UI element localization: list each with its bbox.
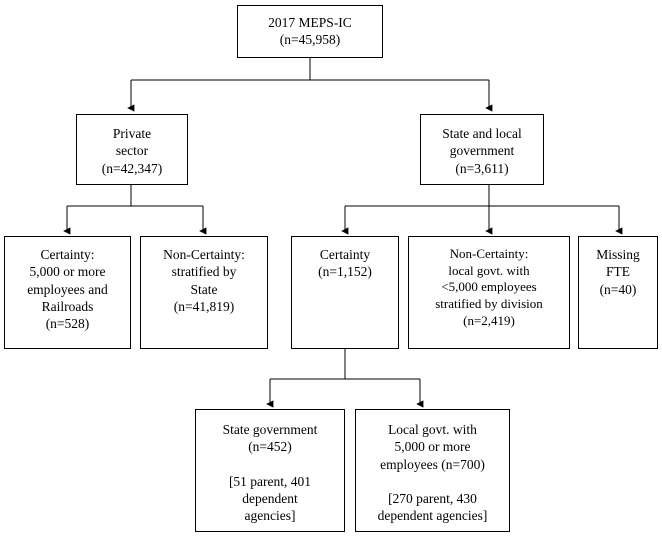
node-govt-certainty[interactable]: Certainty (n=1,152) (291, 236, 399, 349)
node-local-government[interactable]: Local govt. with 5,000 or more employees… (355, 409, 510, 532)
node-govt-noncertainty-label: Non-Certainty: local govt. with <5,000 e… (435, 246, 543, 328)
node-private-sector-label: Private sector (n=42,347) (101, 126, 163, 176)
node-state-government-label: State government (n=452) [51 parent, 401… (222, 422, 318, 524)
node-missing-fte-label: Missing FTE (n=40) (596, 247, 640, 297)
node-state-local-government[interactable]: State and local government (n=3,611) (420, 114, 544, 185)
node-private-noncertainty[interactable]: Non-Certainty: stratified by State (n=41… (140, 236, 268, 349)
node-state-local-government-label: State and local government (n=3,611) (442, 126, 522, 176)
node-missing-fte[interactable]: Missing FTE (n=40) (578, 236, 658, 349)
node-local-government-label: Local govt. with 5,000 or more employees… (377, 422, 488, 524)
node-root-label: 2017 MEPS-IC (n=45,958) (268, 15, 352, 48)
node-state-government[interactable]: State government (n=452) [51 parent, 401… (195, 409, 345, 532)
node-root[interactable]: 2017 MEPS-IC (n=45,958) (237, 5, 383, 58)
node-private-noncertainty-label: Non-Certainty: stratified by State (n=41… (163, 247, 245, 314)
node-govt-noncertainty[interactable]: Non-Certainty: local govt. with <5,000 e… (408, 236, 570, 349)
node-private-certainty-label: Certainty: 5,000 or more employees and R… (27, 247, 108, 332)
node-private-sector[interactable]: Private sector (n=42,347) (76, 114, 188, 185)
node-private-certainty[interactable]: Certainty: 5,000 or more employees and R… (4, 236, 131, 349)
node-govt-certainty-label: Certainty (n=1,152) (318, 247, 372, 280)
